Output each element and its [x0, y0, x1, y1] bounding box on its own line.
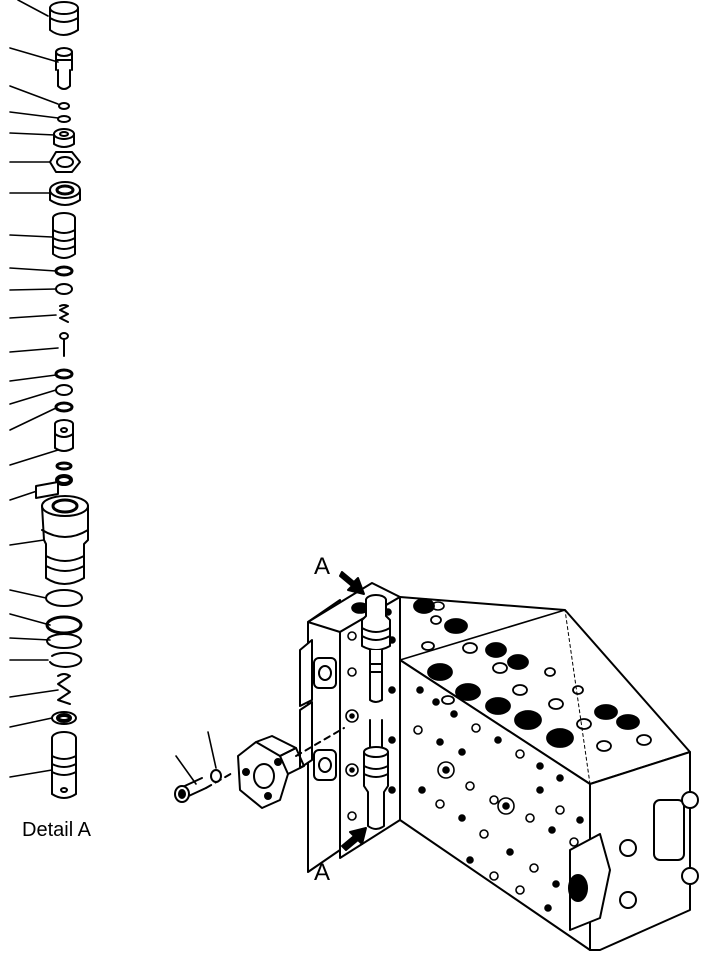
end-port [653, 799, 685, 861]
hex-plate [49, 151, 81, 173]
washer [51, 711, 77, 725]
view-label-bottom: A [314, 859, 330, 886]
large-o-ring-1 [45, 589, 83, 607]
end-boss [569, 833, 611, 931]
relief-valve-body [41, 495, 89, 585]
view-label-top: A [314, 553, 330, 580]
threaded-collar [49, 181, 81, 206]
large-o-ring-2 [45, 615, 83, 635]
cap-plug [49, 1, 79, 36]
end-bolt-1 [681, 791, 699, 809]
left-end-plate [299, 582, 401, 873]
inner-sleeve [54, 419, 74, 452]
front-face-ports [413, 686, 584, 912]
o-ring-2 [55, 283, 73, 295]
end-bolt-4 [619, 891, 637, 909]
view-arrow-bottom [341, 827, 367, 851]
small-o-ring [58, 102, 70, 110]
pilot-pin [55, 47, 73, 90]
view-arrow-top [339, 571, 365, 595]
detail-a-parts [9, 0, 89, 799]
end-bolt-2 [681, 867, 699, 885]
small-spring [59, 304, 69, 323]
leader-lines [9, 0, 59, 778]
large-o-ring-3 [46, 633, 82, 649]
tag-plate [35, 481, 59, 499]
poppet-body [52, 212, 76, 259]
spool-body [51, 731, 77, 799]
installed-relief-top [361, 594, 391, 703]
top-face-ports [413, 598, 652, 752]
control-valve-block [299, 582, 699, 951]
needle-pin [59, 332, 69, 357]
elbow-fitting [237, 727, 345, 809]
mounting-bolt [174, 731, 235, 803]
detail-a-label: Detail A [22, 819, 92, 841]
o-ring-6 [55, 461, 73, 471]
o-ring-3 [54, 368, 74, 380]
lock-washer [210, 769, 222, 783]
small-backup-ring [57, 115, 71, 123]
end-bolt-3 [619, 839, 637, 857]
o-ring-7 [55, 474, 73, 486]
o-ring-1 [54, 265, 74, 277]
installed-relief-bottom [363, 719, 389, 830]
main-spring [57, 673, 71, 705]
snap-ring [49, 651, 83, 668]
end-boss-port [568, 874, 588, 902]
o-ring-5 [54, 401, 74, 413]
o-ring-4 [55, 384, 73, 396]
lock-nut [53, 128, 75, 148]
